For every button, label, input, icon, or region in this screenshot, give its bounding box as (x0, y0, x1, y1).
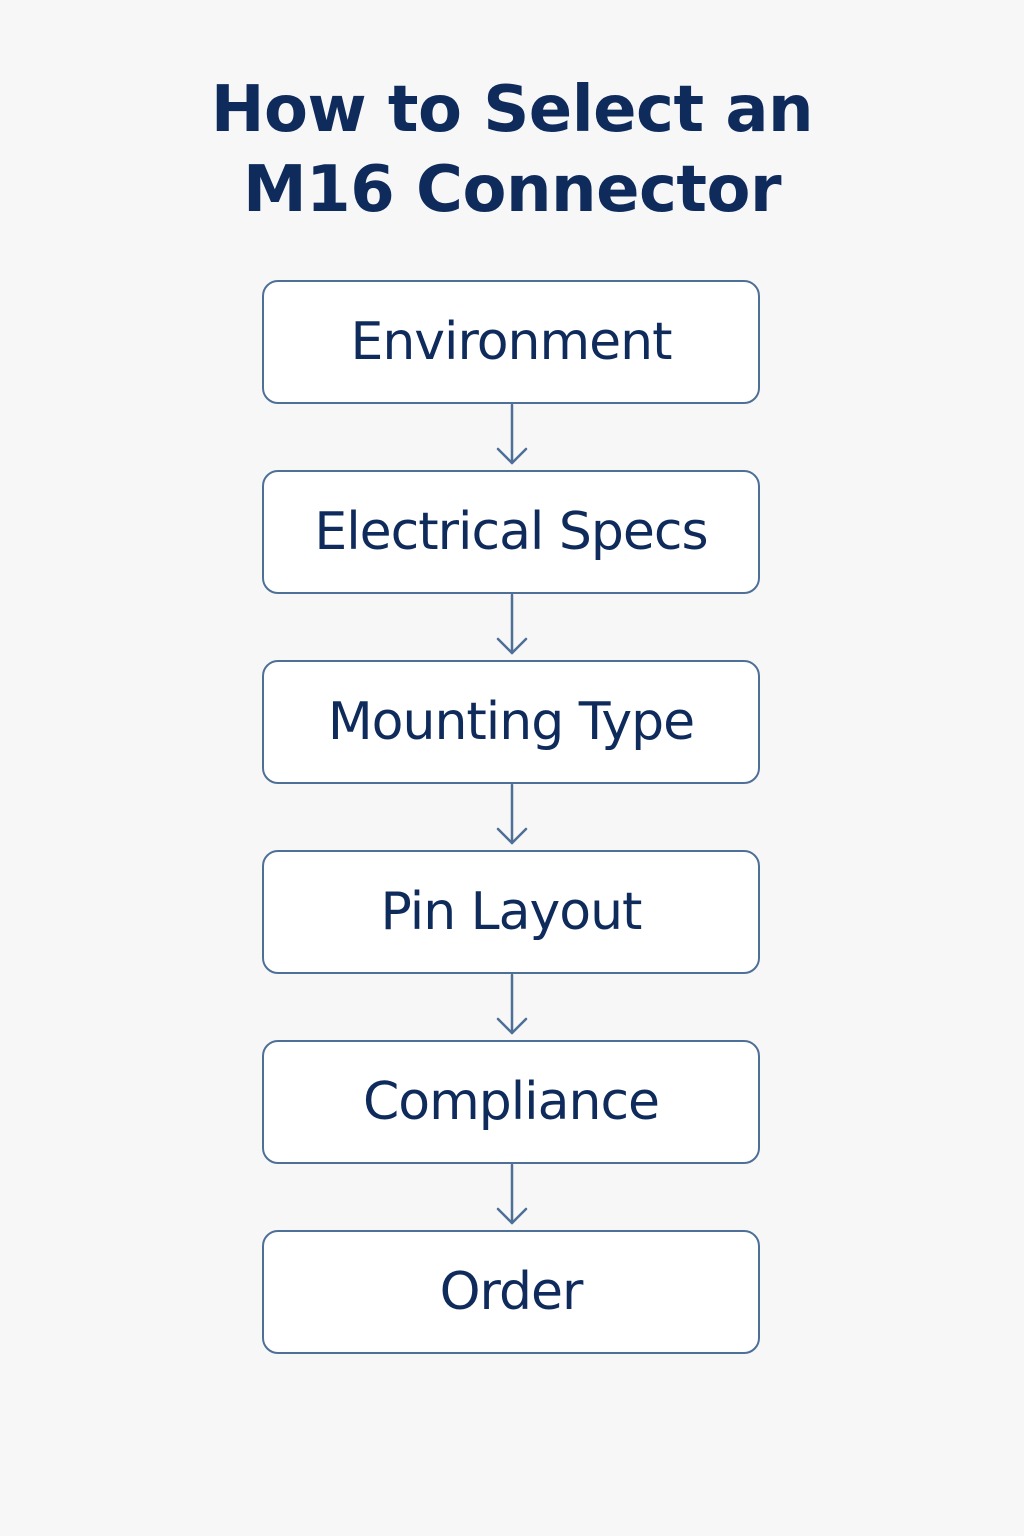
step-electrical-specs: Electrical Specs (262, 470, 760, 594)
diagram-title: How to Select an M16 Connector (0, 70, 1024, 230)
step-label: Environment (350, 312, 672, 372)
step-label: Electrical Specs (314, 502, 708, 562)
title-line-1: How to Select an (210, 73, 814, 147)
step-pin-layout: Pin Layout (262, 850, 760, 974)
step-order: Order (262, 1230, 760, 1354)
title-line-2: M16 Connector (242, 153, 782, 227)
step-label: Pin Layout (380, 882, 643, 942)
step-label: Order (439, 1262, 584, 1322)
step-compliance: Compliance (262, 1040, 760, 1164)
step-mounting-type: Mounting Type (262, 660, 760, 784)
step-label: Compliance (362, 1072, 660, 1132)
step-environment: Environment (262, 280, 760, 404)
step-label: Mounting Type (327, 692, 695, 752)
